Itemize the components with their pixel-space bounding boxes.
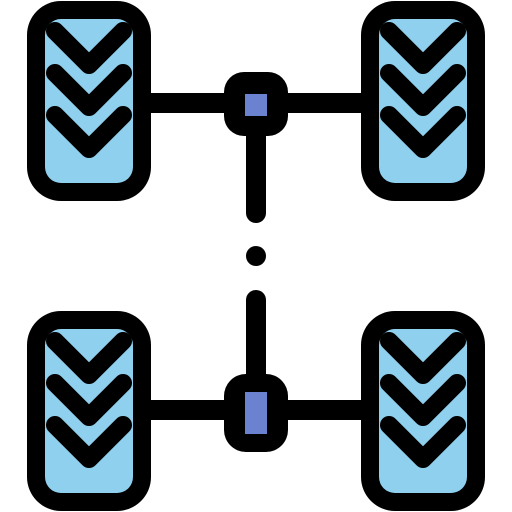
tire-tread-chevron — [380, 332, 466, 384]
tire-tread-chevron — [380, 374, 466, 426]
rear-right-tire — [361, 311, 485, 511]
tire-tread-chevron — [46, 64, 132, 116]
tire-tread-chevron — [46, 106, 132, 158]
tire-tread-chevron — [46, 332, 132, 384]
tire-tread-chevron — [380, 416, 466, 468]
tire-tread-chevron — [380, 106, 466, 158]
front-differential — [224, 72, 288, 136]
tire-tread-chevron — [46, 374, 132, 426]
rear-differential — [224, 374, 288, 452]
tire-tread-chevron — [46, 416, 132, 468]
tire-tread-chevron — [380, 22, 466, 74]
drive-shaft-dot — [246, 246, 266, 266]
tire-tread-chevron — [380, 64, 466, 116]
front-right-tire — [361, 1, 485, 201]
tire-tread-chevron — [46, 22, 132, 74]
front-left-tire — [27, 1, 151, 201]
rear-left-tire — [27, 311, 151, 511]
